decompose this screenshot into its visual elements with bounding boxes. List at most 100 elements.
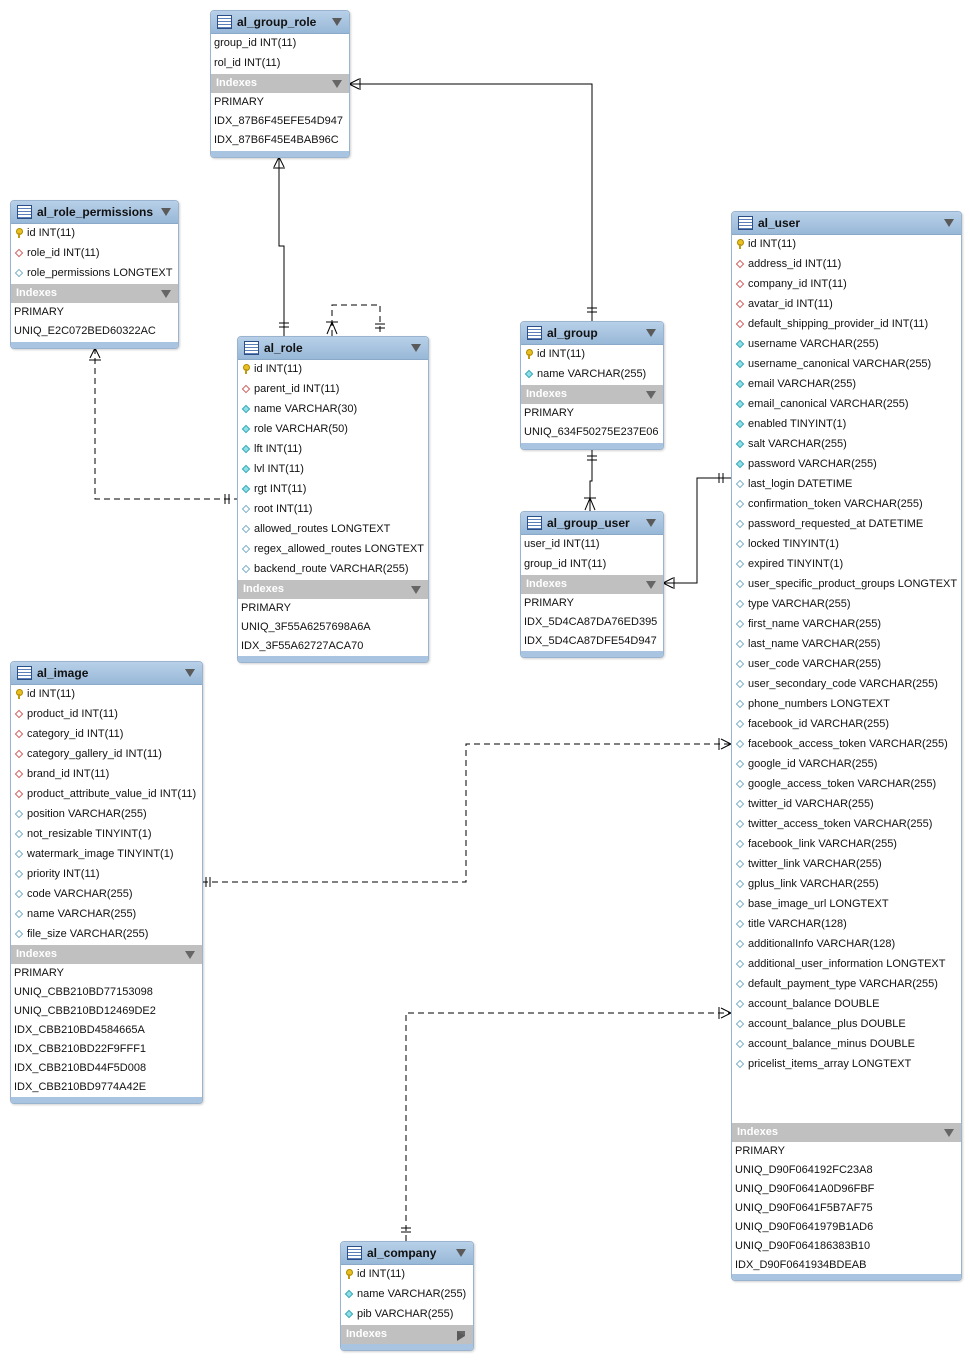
indexed-column-icon (735, 359, 745, 369)
column-row: username VARCHAR(255) (732, 335, 961, 355)
collapse-arrow-icon[interactable] (646, 329, 656, 337)
primary-key-icon (242, 364, 250, 374)
index-row: UNIQ_D90F0641979B1AD6 (735, 1221, 874, 1233)
table-al-role[interactable]: al_role id INT(11) parent_id INT(11) nam… (237, 336, 429, 663)
rel-role-self (331, 304, 381, 336)
table-header[interactable]: al_group (521, 322, 663, 345)
column-row: facebook_access_token VARCHAR(255) (732, 735, 961, 755)
table-header[interactable]: al_role (238, 337, 428, 360)
table-al-company[interactable]: al_company id INT(11) name VARCHAR(255) … (340, 1241, 474, 1351)
indexes-header[interactable]: Indexes (732, 1123, 961, 1142)
column-row: avatar_id INT(11) (732, 295, 961, 315)
table-footer (211, 151, 349, 157)
column-row: facebook_id VARCHAR(255) (732, 715, 961, 735)
column-row: name VARCHAR(255) (341, 1285, 473, 1305)
column-row: default_shipping_provider_id INT(11) (732, 315, 961, 335)
table-header[interactable]: al_company (341, 1242, 473, 1265)
collapse-arrow-icon[interactable] (944, 219, 954, 227)
column-row: pib VARCHAR(255) (341, 1305, 473, 1325)
table-al-group-role[interactable]: al_group_role group_id INT(11) rol_id IN… (210, 10, 350, 158)
table-name: al_company (367, 1246, 437, 1260)
column-row: username_canonical VARCHAR(255) (732, 355, 961, 375)
column-icon (241, 564, 251, 574)
table-name: al_role (264, 341, 303, 355)
column-row: expired TINYINT(1) (732, 555, 961, 575)
foreign-key-icon (241, 384, 251, 394)
column-row: account_balance_plus DOUBLE (732, 1015, 961, 1035)
table-footer (521, 651, 663, 657)
table-icon (17, 205, 32, 219)
column-icon (241, 524, 251, 534)
rel-role-permissions-role (94, 348, 237, 500)
table-header[interactable]: al_user (732, 212, 961, 235)
index-row: IDX_87B6F45E4BAB96C (214, 134, 339, 146)
collapse-arrow-icon[interactable] (185, 951, 195, 959)
indexes-header[interactable]: Indexes (211, 74, 349, 93)
table-icon (217, 15, 232, 29)
table-al-image[interactable]: al_image id INT(11) product_id INT(11) c… (10, 661, 203, 1104)
column-row: enabled TINYINT(1) (732, 415, 961, 435)
column-icon (735, 779, 745, 789)
column-row: name VARCHAR(30) (238, 400, 428, 420)
column-icon (735, 979, 745, 989)
table-icon (527, 326, 542, 340)
indexes-header[interactable]: Indexes (238, 580, 428, 599)
column-row: id INT(11) (341, 1265, 473, 1285)
column-row: id INT(11) (732, 235, 961, 255)
table-al-group-user[interactable]: al_group_user user_id INT(11) group_id I… (520, 511, 664, 658)
column-row: role VARCHAR(50) (238, 420, 428, 440)
column-icon (241, 544, 251, 554)
column-row: role_id INT(11) (11, 244, 178, 264)
collapse-arrow-icon[interactable] (411, 586, 421, 594)
column-icon (735, 1039, 745, 1049)
indexes-header[interactable]: Indexes (341, 1325, 473, 1344)
collapse-arrow-icon[interactable] (646, 581, 656, 589)
indexed-column-icon (735, 399, 745, 409)
column-row: account_balance DOUBLE (732, 995, 961, 1015)
collapse-arrow-icon[interactable] (161, 208, 171, 216)
foreign-key-icon (14, 789, 24, 799)
table-header[interactable]: al_group_role (211, 11, 349, 34)
column-row: default_payment_type VARCHAR(255) (732, 975, 961, 995)
index-row: PRIMARY (14, 306, 64, 318)
column-row: root INT(11) (238, 500, 428, 520)
collapse-arrow-icon[interactable] (332, 18, 342, 26)
column-row: user_specific_product_groups LONGTEXT (732, 575, 961, 595)
collapse-arrow-icon[interactable] (332, 80, 342, 88)
indexes-header[interactable]: Indexes (11, 284, 178, 303)
index-row: PRIMARY (524, 597, 574, 609)
collapse-arrow-icon[interactable] (185, 669, 195, 677)
table-name: al_group (547, 326, 598, 340)
column-row: user_secondary_code VARCHAR(255) (732, 675, 961, 695)
collapse-arrow-icon[interactable] (411, 344, 421, 352)
index-row: PRIMARY (14, 967, 64, 979)
column-list: id INT(11)address_id INT(11)company_id I… (732, 235, 961, 1123)
collapse-arrow-icon[interactable] (646, 519, 656, 527)
indexes-header[interactable]: Indexes (521, 575, 663, 594)
table-header[interactable]: al_image (11, 662, 202, 685)
column-row: category_id INT(11) (11, 725, 202, 745)
table-header[interactable]: al_role_permissions (11, 201, 178, 224)
table-al-group[interactable]: al_group id INT(11) name VARCHAR(255) In… (520, 321, 664, 450)
collapse-arrow-icon[interactable] (456, 1249, 466, 1257)
collapse-arrow-icon[interactable] (944, 1129, 954, 1137)
collapse-arrow-icon[interactable] (161, 290, 171, 298)
rel-group-role-group (349, 83, 593, 321)
index-row: PRIMARY (241, 602, 291, 614)
collapse-arrow-icon[interactable] (646, 391, 656, 399)
indexes-header[interactable]: Indexes (11, 945, 202, 964)
column-row: confirmation_token VARCHAR(255) (732, 495, 961, 515)
column-row: phone_numbers LONGTEXT (732, 695, 961, 715)
table-header[interactable]: al_group_user (521, 512, 663, 535)
primary-key-icon (525, 349, 533, 359)
column-row: google_access_token VARCHAR(255) (732, 775, 961, 795)
indexes-header[interactable]: Indexes (521, 385, 663, 404)
index-row: IDX_CBB210BD9774A42E (14, 1081, 147, 1093)
column-icon (735, 899, 745, 909)
column-icon (241, 504, 251, 514)
expand-arrow-icon[interactable] (457, 1331, 465, 1341)
column-row: file_size VARCHAR(255) (11, 925, 202, 945)
table-al-role-permissions[interactable]: al_role_permissions id INT(11) role_id I… (10, 200, 179, 349)
table-al-user[interactable]: al_user id INT(11)address_id INT(11)comp… (731, 211, 962, 1281)
column-row: product_id INT(11) (11, 705, 202, 725)
